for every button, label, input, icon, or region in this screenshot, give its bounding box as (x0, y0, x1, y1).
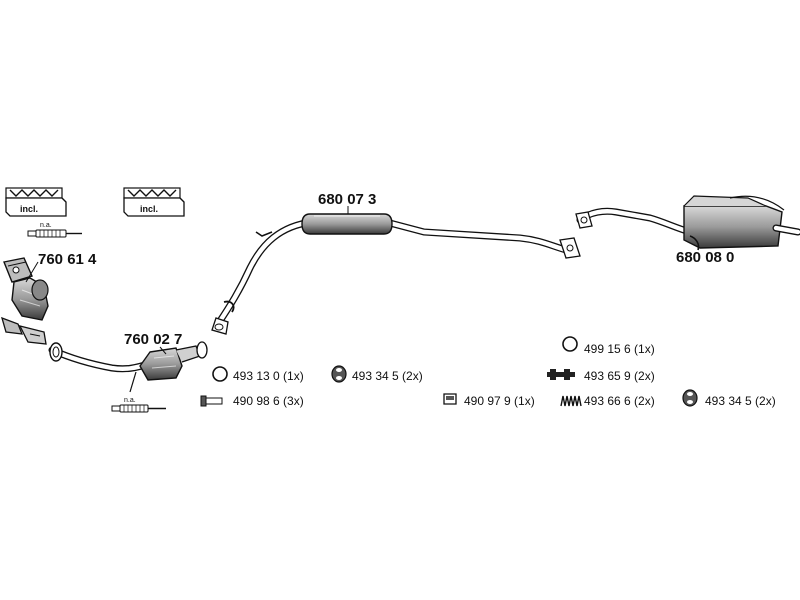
accessory-item[interactable]: 493 34 5 (2x) (331, 365, 423, 383)
accessory-item[interactable]: 490 98 6 (3x) (200, 394, 304, 408)
middle-muffler[interactable] (301, 206, 393, 235)
accessory-label: 490 97 9 (1x) (464, 394, 535, 408)
accessory-label: 493 13 0 (1x) (233, 369, 304, 383)
front-catalytic-converter[interactable] (1, 257, 49, 345)
bolt-icon (200, 395, 223, 407)
clamp-icon (443, 393, 457, 405)
rubber-hanger-icon (682, 389, 698, 407)
accessory-label: 490 98 6 (3x) (233, 394, 304, 408)
accessory-label: 499 15 6 (1x) (584, 342, 655, 356)
accessory-label: 493 34 5 (2x) (352, 369, 423, 383)
middle-pipe-assembly[interactable] (211, 218, 581, 335)
included-kit-badge-right[interactable]: incl. (123, 187, 185, 217)
included-kit-label: incl. (140, 204, 158, 214)
accessory-item[interactable]: 499 15 6 (1x) (562, 336, 655, 356)
accessory-label: 493 66 6 (2x) (584, 394, 655, 408)
accessory-item[interactable]: 490 97 9 (1x) (443, 393, 535, 408)
long-bolt-icon (547, 369, 575, 380)
rear-catalytic-converter-part-number: 760 02 7 (124, 331, 182, 348)
front-catalytic-converter-part-number: 760 61 4 (38, 251, 97, 268)
rear-muffler[interactable] (575, 195, 800, 251)
accessory-label: 493 65 9 (2x) (584, 369, 655, 383)
rubber-hanger-icon (331, 365, 347, 383)
included-kit-label: incl. (20, 204, 38, 214)
middle-muffler-part-number: 680 07 3 (318, 191, 376, 208)
accessory-item[interactable]: 493 65 9 (2x) (547, 369, 655, 383)
accessory-item[interactable]: 493 34 5 (2x) (682, 389, 776, 408)
oxygen-sensor-top-icon[interactable]: n.a. (27, 222, 82, 238)
rear-muffler-part-number: 680 08 0 (676, 249, 734, 266)
spring-icon (560, 395, 582, 407)
not-available-label: n.a. (40, 222, 52, 229)
accessory-label: 493 34 5 (2x) (705, 394, 776, 408)
ring-gasket-icon (212, 366, 228, 382)
not-available-label: n.a. (124, 397, 136, 404)
accessory-item[interactable]: 493 13 0 (1x) (212, 366, 304, 383)
rear-catalytic-converter[interactable] (48, 341, 208, 393)
accessory-item[interactable]: 493 66 6 (2x) (560, 394, 655, 408)
oxygen-sensor-bottom-icon[interactable]: n.a. (111, 397, 166, 413)
included-kit-badge-left[interactable]: incl. (5, 187, 67, 217)
ring-gasket-icon (562, 336, 578, 352)
